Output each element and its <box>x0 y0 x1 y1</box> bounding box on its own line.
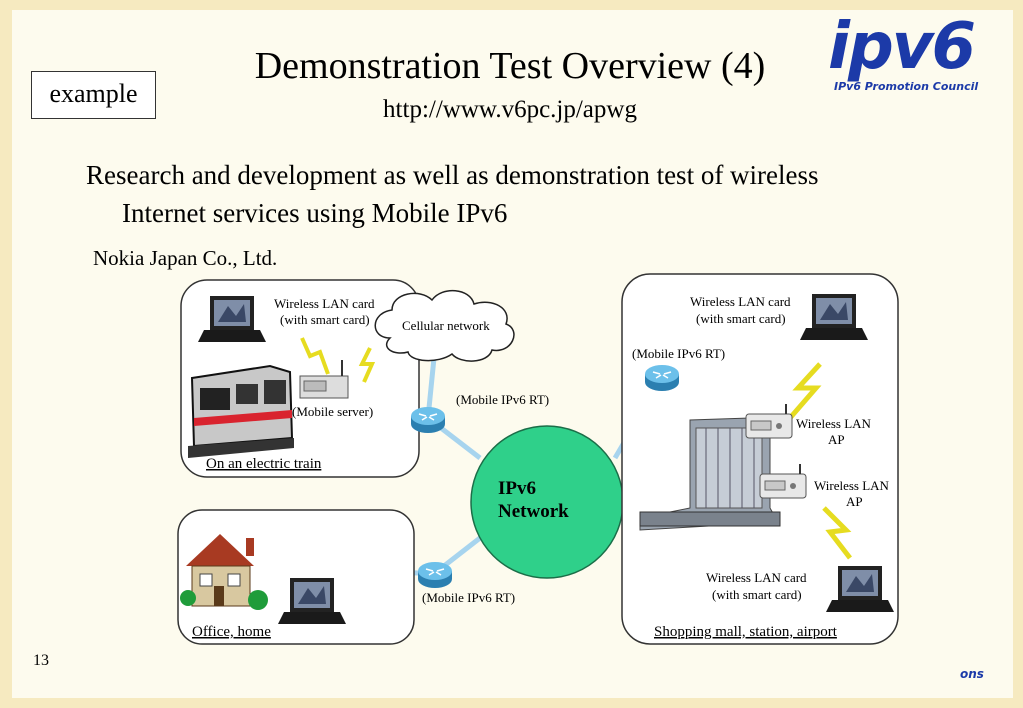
mobile-ipv6-diagram: Wireless LAN card (with smart card) (Mob… <box>177 273 899 645</box>
ap2-label-1: Wireless LAN <box>814 478 890 493</box>
logo-wordmark: ipv6 <box>828 10 976 84</box>
mobile-server-icon <box>299 360 349 399</box>
network-label-1: IPv6 <box>498 478 536 499</box>
company-name: Nokia Japan Co., Ltd. <box>93 246 278 270</box>
router-icon <box>644 364 680 392</box>
train-card-label-2: (with smart card) <box>280 312 370 327</box>
mall-caption: Shopping mall, station, airport <box>654 624 838 640</box>
logo-tagline: IPv6 Promotion Council <box>834 80 979 93</box>
body-line-2: Internet services using Mobile IPv6 <box>122 198 508 228</box>
wireless-signal-icon <box>822 506 852 560</box>
cellular-network-cloud: Cellular network <box>374 290 515 362</box>
wireless-signal-icon <box>300 337 330 375</box>
mall-card-top-1: Wireless LAN card <box>690 294 791 309</box>
network-label-2: Network <box>498 501 569 522</box>
train-card-label-1: Wireless LAN card <box>274 296 375 311</box>
footer-fragment: ons <box>960 667 984 681</box>
body-line-1: Research and development as well as demo… <box>86 160 819 190</box>
mall-card-bottom-1: Wireless LAN card <box>706 570 807 585</box>
building-icon <box>639 417 781 531</box>
ipv6-network-node: IPv6 Network <box>470 425 624 579</box>
ap1-label-1: Wireless LAN <box>796 416 872 431</box>
home-box: Office, home <box>177 509 415 645</box>
router-icon <box>410 406 446 434</box>
router-bottom-label: (Mobile IPv6 RT) <box>422 590 515 605</box>
slide-title: Demonstration Test Overview (4) <box>254 45 766 87</box>
mall-card-top-2: (with smart card) <box>696 311 786 326</box>
ap2-label-2: AP <box>846 494 863 509</box>
router-top-label: (Mobile IPv6 RT) <box>456 392 549 407</box>
ipv6-promotion-council-logo: ipv6 IPv6 Promotion Council <box>820 10 1000 104</box>
train-icon <box>188 364 294 458</box>
mall-card-bottom-2: (with smart card) <box>712 587 802 602</box>
wireless-signal-icon <box>358 347 376 383</box>
train-caption: On an electric train <box>206 456 322 472</box>
train-box: Wireless LAN card (with smart card) (Mob… <box>180 279 420 478</box>
house-icon <box>180 534 268 610</box>
body-text: Research and development as well as demo… <box>86 156 966 232</box>
slide-url[interactable]: http://www.v6pc.jp/apwg <box>383 96 637 123</box>
mall-router-label: (Mobile IPv6 RT) <box>632 346 725 361</box>
wireless-signal-icon <box>788 362 822 420</box>
cellular-network-label: Cellular network <box>402 318 490 333</box>
ap1-label-2: AP <box>828 432 845 447</box>
mall-box: Wireless LAN card (with smart card) (Mob… <box>621 273 899 645</box>
router-icon <box>417 561 453 589</box>
page-number: 13 <box>33 652 49 669</box>
example-tag: example <box>31 71 156 119</box>
home-caption: Office, home <box>192 624 271 640</box>
mobile-server-label: (Mobile server) <box>292 404 373 419</box>
